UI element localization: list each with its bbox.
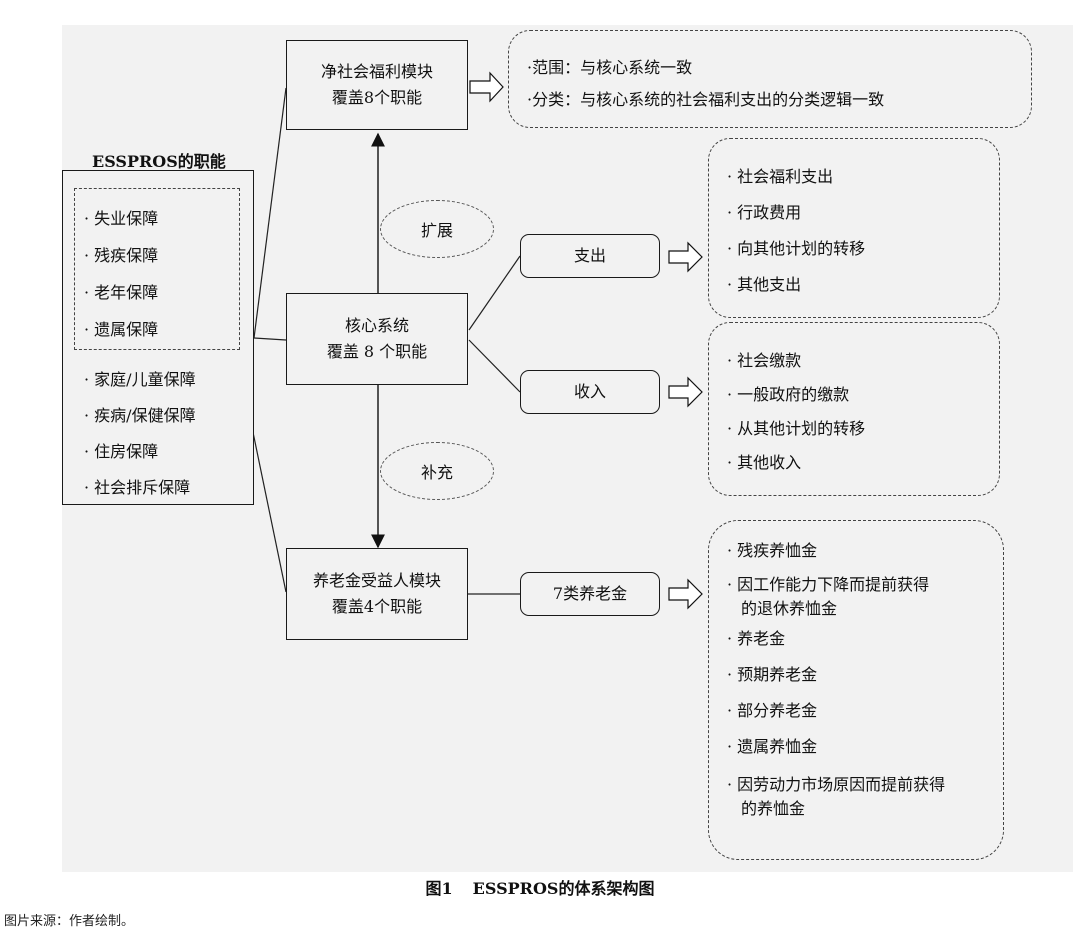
income-label: 收入: [573, 382, 606, 401]
functions-inner-list: · 失业保障 · 残疾保障 · 老年保障 · 遗属保障: [84, 200, 158, 348]
source-note: 图片来源：作者绘制。: [4, 914, 135, 929]
block-arrow-expenditure: [668, 241, 703, 273]
income-item: · 其他收入: [727, 453, 802, 472]
core-system-line1: 核心系统: [344, 316, 409, 335]
function-item: · 残疾保障: [84, 246, 159, 265]
pension-module-line1: 养老金受益人模块: [312, 571, 441, 590]
function-item: · 失业保障: [84, 209, 159, 228]
net-scope-box: ·范围：与核心系统一致 ·分类：与核心系统的社会福利支出的分类逻辑一致: [508, 30, 1032, 128]
expenditure-label: 支出: [573, 246, 606, 265]
pension-item: · 遗属养恤金: [727, 737, 818, 756]
income-items-box: · 社会缴款 · 一般政府的缴款 · 从其他计划的转移 · 其他收入: [708, 322, 1000, 496]
core-system-line2: 覆盖 8 个职能: [326, 342, 428, 361]
pension-types-label: 7类养老金: [552, 584, 628, 603]
functions-inner-group: [74, 188, 240, 350]
core-system-box: 核心系统 覆盖 8 个职能: [286, 293, 468, 385]
caption-figure-number: 图1: [425, 879, 453, 898]
link-functions-to-core: [253, 337, 287, 341]
pension-item: · 预期养老金: [727, 665, 818, 684]
expenditure-items-box: · 社会福利支出 · 行政费用 · 向其他计划的转移 · 其他支出: [708, 138, 1000, 318]
block-arrow-pension: [668, 578, 703, 610]
figure-caption: 图1 ESSPROS的体系架构图: [0, 875, 1080, 899]
function-item: · 老年保障: [84, 283, 159, 302]
expenditure-item: · 社会福利支出: [727, 167, 834, 186]
net-scope-classification: ·分类：与核心系统的社会福利支出的分类逻辑一致: [527, 90, 885, 109]
block-arrow-income: [668, 376, 703, 408]
link-core-to-expenditure: [468, 255, 521, 331]
net-module-line1: 净社会福利模块: [320, 62, 433, 81]
pension-items-box: · 残疾养恤金 · 因工作能力下降而提前获得 的退休养恤金 · 养老金 · 预期…: [708, 520, 1004, 860]
function-item: · 疾病/保健保障: [84, 406, 196, 425]
expenditure-item: · 其他支出: [727, 275, 802, 294]
income-item: · 一般政府的缴款: [727, 385, 850, 404]
block-arrow-net: [469, 71, 504, 103]
functions-outer-list: · 家庭/儿童保障 · 疾病/保健保障 · 住房保障 · 社会排斥保障: [84, 362, 196, 506]
income-item: · 从其他计划的转移: [727, 419, 866, 438]
supplement-ellipse: 补充: [380, 442, 494, 500]
caption-title: ESSPROS的体系架构图: [472, 879, 655, 898]
expand-ellipse: 扩展: [380, 200, 494, 258]
expenditure-box: 支出: [520, 234, 660, 278]
income-box: 收入: [520, 370, 660, 414]
pension-item-cont: 的养恤金: [741, 799, 806, 818]
net-scope-range: ·范围：与核心系统一致: [527, 58, 693, 77]
expenditure-item: · 向其他计划的转移: [727, 239, 866, 258]
income-item: · 社会缴款: [727, 351, 802, 370]
link-core-to-income: [468, 339, 521, 393]
expenditure-item: · 行政费用: [727, 203, 802, 222]
pension-item-cont: 的退休养恤金: [741, 599, 838, 618]
net-module-box: 净社会福利模块 覆盖8个职能: [286, 40, 468, 130]
pension-item: · 部分养老金: [727, 701, 818, 720]
function-item: · 社会排斥保障: [84, 478, 191, 497]
pension-item: · 因工作能力下降而提前获得: [727, 575, 930, 594]
net-module-line2: 覆盖8个职能: [331, 88, 423, 107]
pension-types-box: 7类养老金: [520, 572, 660, 616]
functions-title: ESSPROS的职能: [92, 152, 226, 171]
function-item: · 住房保障: [84, 442, 159, 461]
function-item: · 遗属保障: [84, 320, 159, 339]
link-functions-to-net-module: [253, 87, 287, 339]
supplement-label: 补充: [420, 463, 453, 482]
expand-label: 扩展: [420, 221, 453, 240]
pension-module-line2: 覆盖4个职能: [331, 597, 423, 616]
pension-item: · 养老金: [727, 629, 786, 648]
pension-module-box: 养老金受益人模块 覆盖4个职能: [286, 548, 468, 640]
pension-item: · 残疾养恤金: [727, 541, 818, 560]
pension-item: · 因劳动力市场原因而提前获得: [727, 775, 946, 794]
function-item: · 家庭/儿童保障: [84, 370, 196, 389]
